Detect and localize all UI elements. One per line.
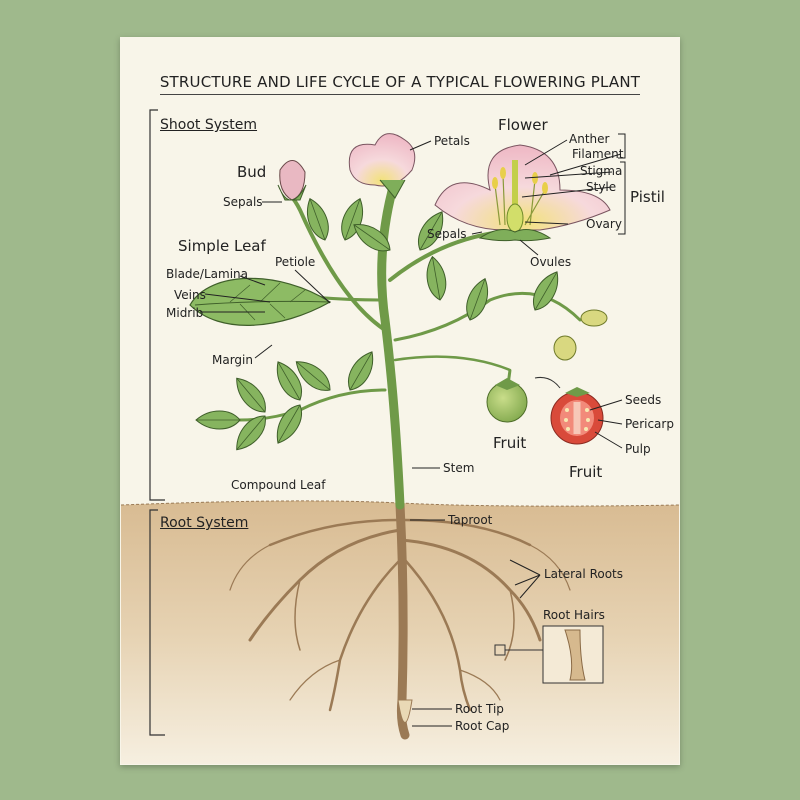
label-midrib: Midrib: [166, 306, 204, 320]
label-flower: Flower: [498, 116, 548, 134]
label-petals: Petals: [434, 134, 470, 148]
label-fruit-cut: Fruit: [569, 463, 603, 481]
label-lateral-roots: Lateral Roots: [544, 567, 624, 581]
label-root-tip: Root Tip: [455, 702, 504, 716]
label-blade: Blade/Lamina: [166, 267, 248, 281]
label-veins: Veins: [174, 288, 206, 302]
label-flower-sepals: Sepals: [427, 227, 467, 241]
label-seeds: Seeds: [625, 393, 662, 407]
label-simple-leaf: Simple Leaf: [178, 237, 266, 255]
label-compound-leaf: Compound Leaf: [231, 478, 326, 492]
label-ovary: Ovary: [586, 217, 622, 231]
label-margin: Margin: [212, 353, 253, 367]
label-fruit-unripe: Fruit: [493, 434, 527, 452]
root-system-bracket: [149, 509, 165, 736]
roots: [229, 500, 571, 740]
label-petiole: Petiole: [275, 255, 316, 269]
label-filament: Filament: [572, 147, 624, 161]
fruit-unripe: [486, 369, 528, 423]
title-underline: [160, 94, 640, 95]
label-ovules: Ovules: [530, 255, 572, 269]
label-pistil: Pistil: [630, 188, 665, 206]
poster-title: STRUCTURE AND LIFE CYCLE OF A TYPICAL FL…: [159, 73, 641, 91]
label-taproot: Taproot: [448, 513, 493, 527]
label-anther: Anther: [569, 132, 610, 146]
fruit-cut: [550, 387, 604, 445]
label-stem: Stem: [443, 461, 475, 475]
root-system-heading: Root System: [160, 515, 249, 531]
label-pulp: Pulp: [625, 442, 651, 456]
label-stigma: Stigma: [580, 164, 623, 178]
shoot-system-heading: Shoot System: [160, 117, 258, 133]
shoot-system-bracket: [149, 109, 165, 501]
label-root-cap: Root Cap: [455, 719, 510, 733]
bud: [277, 160, 307, 201]
label-root-hairs: Root Hairs: [543, 608, 605, 622]
label-style: Style: [586, 180, 617, 194]
label-pericarp: Pericarp: [625, 417, 674, 431]
flower-small: [348, 133, 416, 199]
label-bud-sepals: Sepals: [223, 195, 263, 209]
leader-lines: [200, 133, 626, 727]
flower-large: [434, 144, 611, 242]
simple-leaf: [189, 277, 332, 326]
label-bud: Bud: [237, 163, 267, 181]
root-cap: [397, 699, 413, 723]
